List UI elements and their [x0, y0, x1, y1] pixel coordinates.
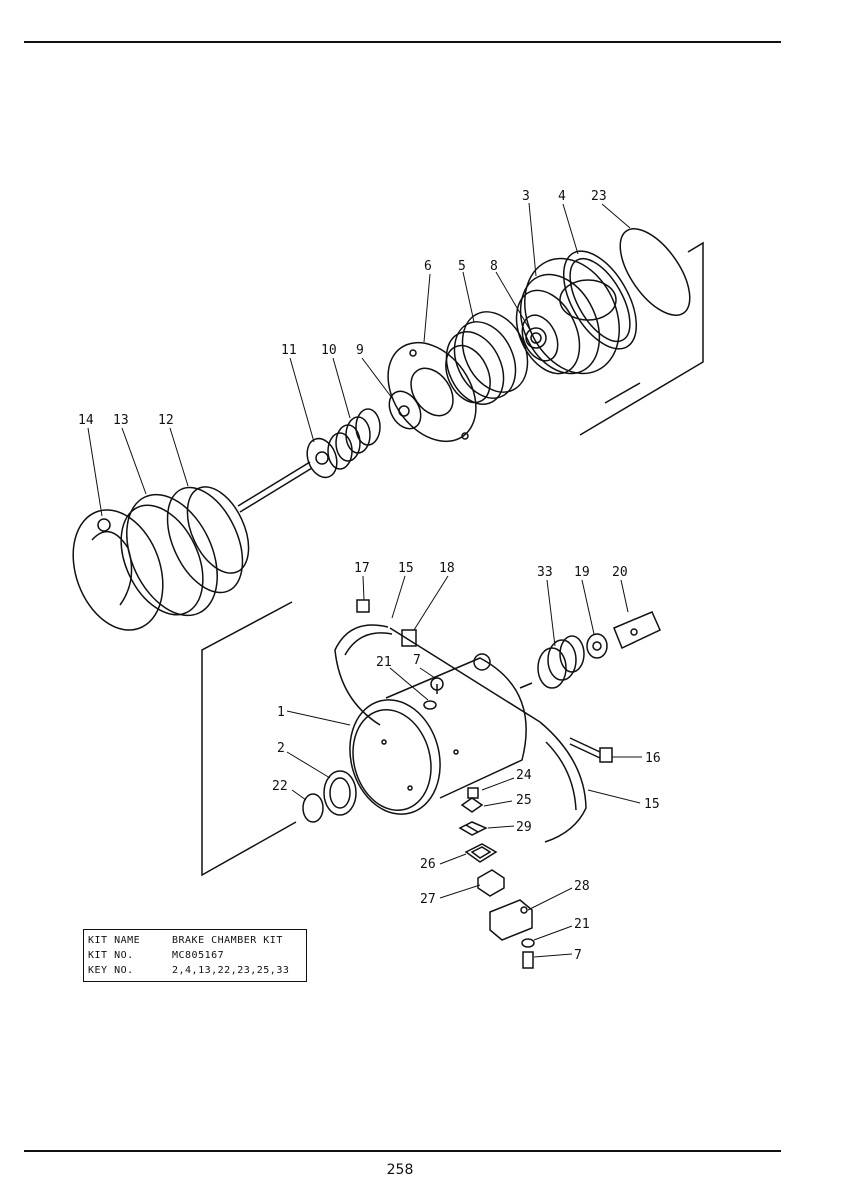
part-8-washer	[525, 327, 547, 349]
part-7-bolt-top	[430, 677, 444, 694]
part-label-22: 22	[272, 779, 288, 794]
key-no-row: KEY NO. 2,4,13,22,23,25,33	[88, 963, 302, 978]
part-4-ring	[562, 250, 638, 350]
part-label-27: 27	[420, 892, 436, 907]
part-21-washer-bottom	[521, 938, 535, 948]
part-label-10: 10	[321, 343, 337, 358]
part-label-9: 9	[356, 343, 364, 358]
page-number: 258	[386, 1162, 414, 1178]
part-label-20: 20	[612, 565, 628, 580]
key-no-value: 2,4,13,22,23,25,33	[172, 965, 290, 976]
part-label-25: 25	[516, 793, 532, 808]
header-rule	[24, 41, 781, 43]
part-label-16: 16	[645, 751, 661, 766]
part-25-filter	[460, 797, 484, 813]
part-7-bolt-bottom	[522, 951, 534, 969]
part-22-o-ring	[302, 793, 324, 823]
part-label-17: 17	[354, 561, 370, 576]
boundary-lines-upper	[579, 241, 704, 436]
part-label-12: 12	[158, 413, 174, 428]
part-17-nut	[356, 599, 370, 613]
push-rod	[237, 461, 313, 513]
part-label-5: 5	[458, 259, 466, 274]
part-16-bolt	[569, 737, 613, 763]
part-label-14: 14	[78, 413, 94, 428]
part-label-18: 18	[439, 561, 455, 576]
part-33-boot	[537, 635, 585, 689]
part-label-7-upper: 7	[413, 653, 421, 668]
part-label-6: 6	[424, 259, 432, 274]
part-label-28: 28	[574, 879, 590, 894]
part-15-clamp-band-right	[539, 721, 587, 843]
kit-name-key: KIT NAME	[88, 935, 141, 946]
part-label-4: 4	[558, 189, 566, 204]
footer-rule	[24, 1150, 781, 1152]
part-15-clamp-band-left	[334, 624, 393, 726]
part-23-o-ring	[619, 228, 691, 316]
key-no-key: KEY NO.	[88, 965, 134, 976]
part-14-end-cap	[72, 509, 164, 631]
clamp-link-line	[389, 627, 541, 723]
part-20-clevis	[613, 611, 661, 650]
part-12-diaphragm	[166, 486, 250, 594]
part-label-21-upper: 21	[376, 655, 392, 670]
part-label-15-upper: 15	[398, 561, 414, 576]
boundary-lines-lower	[201, 601, 297, 877]
part-5-bellows	[445, 311, 529, 405]
kit-no-row: KIT NO. MC805167	[88, 948, 302, 963]
part-label-23: 23	[591, 189, 607, 204]
kit-no-key: KIT NO.	[88, 950, 134, 961]
kit-info-table: KIT NAME BRAKE CHAMBER KIT KIT NO. MC805…	[83, 929, 307, 982]
part-24-plug	[467, 787, 479, 799]
part-21-washer-top	[423, 700, 437, 710]
part-label-21-lower: 21	[574, 917, 590, 932]
part-label-1: 1	[277, 705, 285, 720]
part-label-19: 19	[574, 565, 590, 580]
part-10-spring	[327, 408, 381, 470]
part-label-13: 13	[113, 413, 129, 428]
part-18-clip	[401, 629, 417, 647]
part-19-nut	[586, 633, 608, 659]
kit-name-value: BRAKE CHAMBER KIT	[172, 935, 283, 946]
part-label-33: 33	[537, 565, 553, 580]
part-2-seal-ring	[323, 770, 357, 816]
part-13-piston	[120, 493, 218, 617]
part-label-7-lower: 7	[574, 948, 582, 963]
kit-name-row: KIT NAME BRAKE CHAMBER KIT	[88, 933, 302, 948]
part-label-26: 26	[420, 857, 436, 872]
part-label-2: 2	[277, 741, 285, 756]
part-29-screen	[458, 821, 488, 836]
part-9-diaphragm-cup	[388, 390, 422, 430]
part-1-chamber-body	[349, 653, 533, 815]
part-label-15-lower: 15	[644, 797, 660, 812]
part-27-cap	[477, 869, 505, 897]
leader-lines	[87, 202, 642, 958]
part-26-cover	[464, 843, 498, 863]
part-label-11: 11	[281, 343, 297, 358]
part-label-24: 24	[516, 768, 532, 783]
part-label-3: 3	[522, 189, 530, 204]
part-label-29: 29	[516, 820, 532, 835]
part-3-housing	[515, 257, 621, 375]
part-28-bracket	[489, 899, 533, 941]
kit-no-value: MC805167	[172, 950, 225, 961]
part-label-8: 8	[490, 259, 498, 274]
